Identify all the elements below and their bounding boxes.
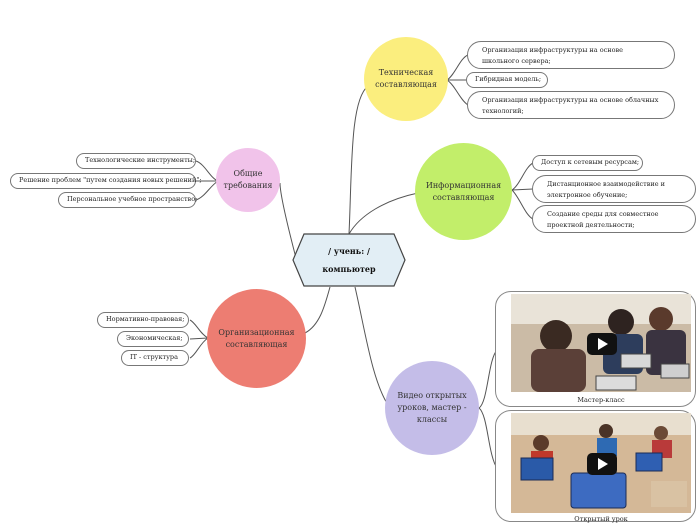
play-icon[interactable] (587, 453, 617, 475)
branch-tech-label: Техническая составляющая (375, 68, 437, 89)
video-caption-1: Мастер-класс (577, 396, 625, 404)
leaf-tech-1[interactable]: Организация инфраструктуры на основе шко… (467, 41, 675, 69)
leaf-general-1[interactable]: Технологические инструменты; (76, 153, 196, 169)
branch-general-label: Общие требования (223, 169, 273, 190)
leaf-info-1-label: Доступ к сетевым ресурсам; (541, 158, 640, 166)
leaf-info-3-label: Создание среды для совместное проектной … (547, 210, 659, 229)
leaf-general-3-label: Персональное учебное пространство; (67, 195, 198, 203)
center-title-line1: / учень: / (328, 246, 370, 256)
video-card-master-class[interactable]: Мастер-класс (495, 291, 696, 407)
branch-org-label: Организационная составляющая (218, 327, 295, 349)
leaf-org-3-label: IT - структура (130, 353, 178, 361)
leaf-tech-3[interactable]: Организация инфраструктуры на основе обл… (467, 91, 675, 119)
center-node[interactable]: / учень: / компьютер (292, 233, 406, 287)
video-thumbnail-1[interactable] (511, 294, 691, 392)
branch-info-label: Информационная составляющая (425, 180, 502, 202)
leaf-tech-1-label: Организация инфраструктуры на основе шко… (482, 46, 624, 65)
center-title-line2: компьютер (322, 264, 376, 274)
leaf-tech-3-label: Организация инфраструктуры на основе обл… (482, 96, 659, 115)
video-caption-2: Открытый урок (574, 515, 628, 523)
leaf-general-1-label: Технологические инструменты; (85, 156, 196, 164)
leaf-info-1[interactable]: Доступ к сетевым ресурсам; (532, 155, 643, 171)
branch-tech[interactable]: Техническая составляющая (364, 37, 448, 121)
leaf-org-2[interactable]: Экономическая; (117, 331, 189, 347)
leaf-org-2-label: Экономическая; (126, 334, 183, 342)
leaf-tech-2-label: Гибридная модель; (475, 75, 542, 83)
leaf-info-2[interactable]: Дистанционное взаимодействие и электронн… (532, 175, 696, 203)
leaf-info-2-label: Дистанционное взаимодействие и электронн… (547, 180, 666, 199)
leaf-general-2-label: Решение проблем "путем создания новых ре… (19, 176, 202, 184)
leaf-info-3[interactable]: Создание среды для совместное проектной … (532, 205, 696, 233)
branch-info[interactable]: Информационная составляющая (415, 143, 512, 240)
branch-video-label: Видео открытых уроков, мастер - классы (397, 391, 467, 424)
center-hexagon (292, 233, 406, 287)
play-icon[interactable] (587, 333, 617, 355)
branch-org[interactable]: Организационная составляющая (207, 289, 306, 388)
leaf-general-3[interactable]: Персональное учебное пространство; (58, 192, 198, 208)
branch-video[interactable]: Видео открытых уроков, мастер - классы (385, 361, 479, 455)
branch-general[interactable]: Общие требования (216, 148, 280, 212)
video-thumbnail-2[interactable] (511, 413, 691, 513)
video-card-open-lesson[interactable]: Открытый урок (495, 410, 696, 523)
leaf-org-3[interactable]: IT - структура (121, 350, 189, 366)
leaf-general-2[interactable]: Решение проблем "путем создания новых ре… (10, 173, 202, 189)
leaf-org-1-label: Нормативно-правовая; (106, 315, 185, 323)
leaf-tech-2[interactable]: Гибридная модель; (466, 72, 548, 88)
leaf-org-1[interactable]: Нормативно-правовая; (97, 312, 189, 328)
